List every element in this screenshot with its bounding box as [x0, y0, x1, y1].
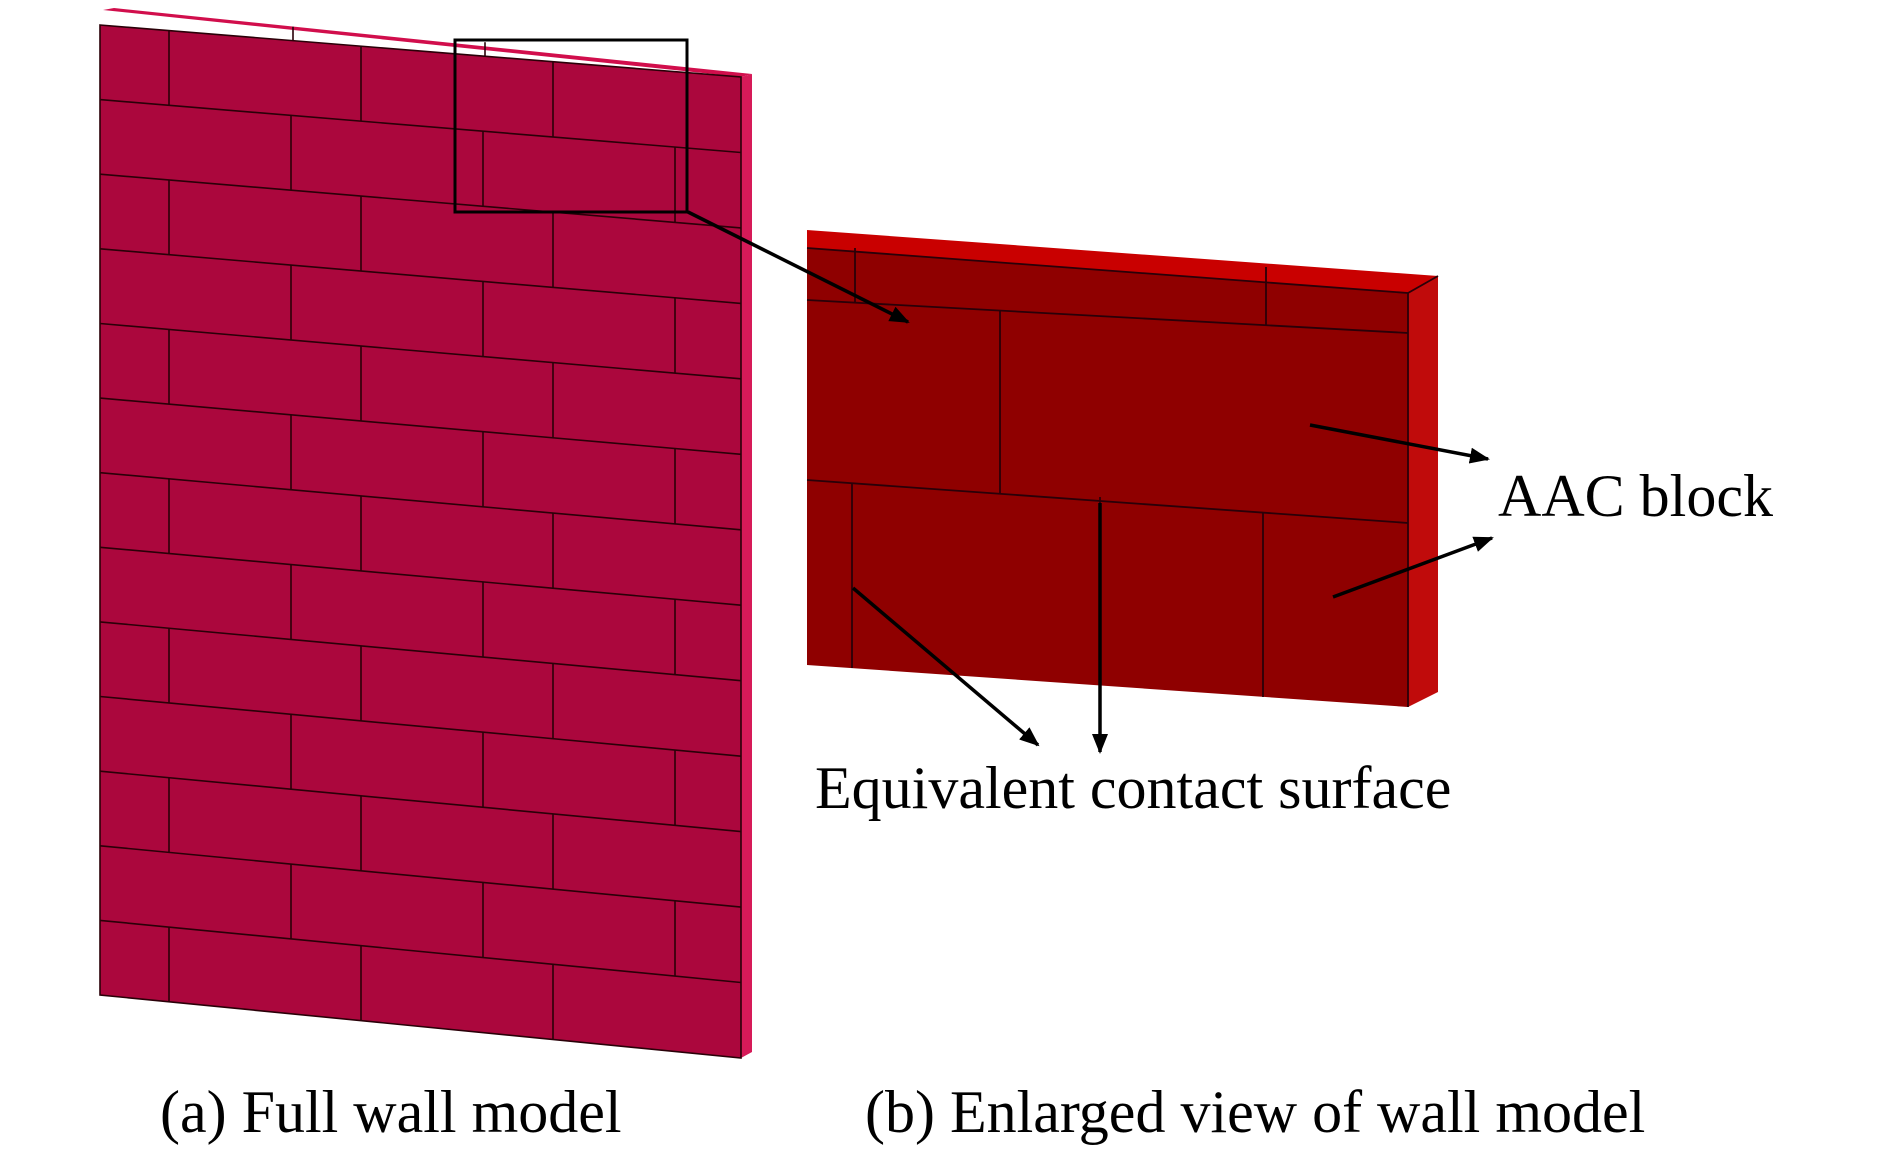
- zoom-arrow: [687, 210, 910, 324]
- full-wall-model: [99, 8, 752, 1059]
- full-wall-mortar-joints: [99, 26, 742, 1040]
- aac-block-arrow-lower: [1332, 536, 1494, 599]
- callout-arrows: [687, 210, 1494, 754]
- full-wall-course-joint: [99, 770, 742, 833]
- full-wall-outline: [99, 24, 742, 1059]
- full-wall-course-joint: [99, 845, 742, 908]
- full-wall-course-joint: [99, 397, 742, 456]
- full-wall-course-joint: [99, 919, 742, 984]
- enlarged-front-face: [807, 300, 1408, 707]
- full-wall-side-face: [741, 74, 752, 1058]
- full-wall-front-face: [100, 25, 741, 1058]
- full-wall-course-joint: [99, 248, 742, 305]
- enlarged-top-face: [807, 230, 1438, 293]
- caption-a: (a) Full wall model: [160, 1079, 622, 1145]
- full-wall-course-joint: [99, 322, 742, 380]
- full-wall-course-joint: [99, 621, 742, 682]
- full-wall-top-face: [103, 8, 752, 77]
- enlarged-side-face: [1408, 276, 1438, 707]
- aac-block-label: AAC block: [1498, 463, 1773, 529]
- zoom-region-box: [453, 38, 689, 214]
- enlarged-wall-model: [806, 230, 1439, 707]
- full-wall-course-joint: [99, 173, 742, 229]
- full-wall-course-joint: [99, 546, 742, 606]
- enlarged-top-course: [807, 248, 1408, 333]
- aac-block-arrow-upper: [1309, 423, 1490, 464]
- contact-surface-arrow-left: [851, 586, 1040, 747]
- contact-surface-label: Equivalent contact surface: [815, 755, 1451, 821]
- full-wall-course-joint: [99, 98, 742, 154]
- full-wall-course-joint: [99, 695, 742, 757]
- full-wall-course-joint: [99, 471, 742, 531]
- caption-b: (b) Enlarged view of wall model: [865, 1079, 1645, 1145]
